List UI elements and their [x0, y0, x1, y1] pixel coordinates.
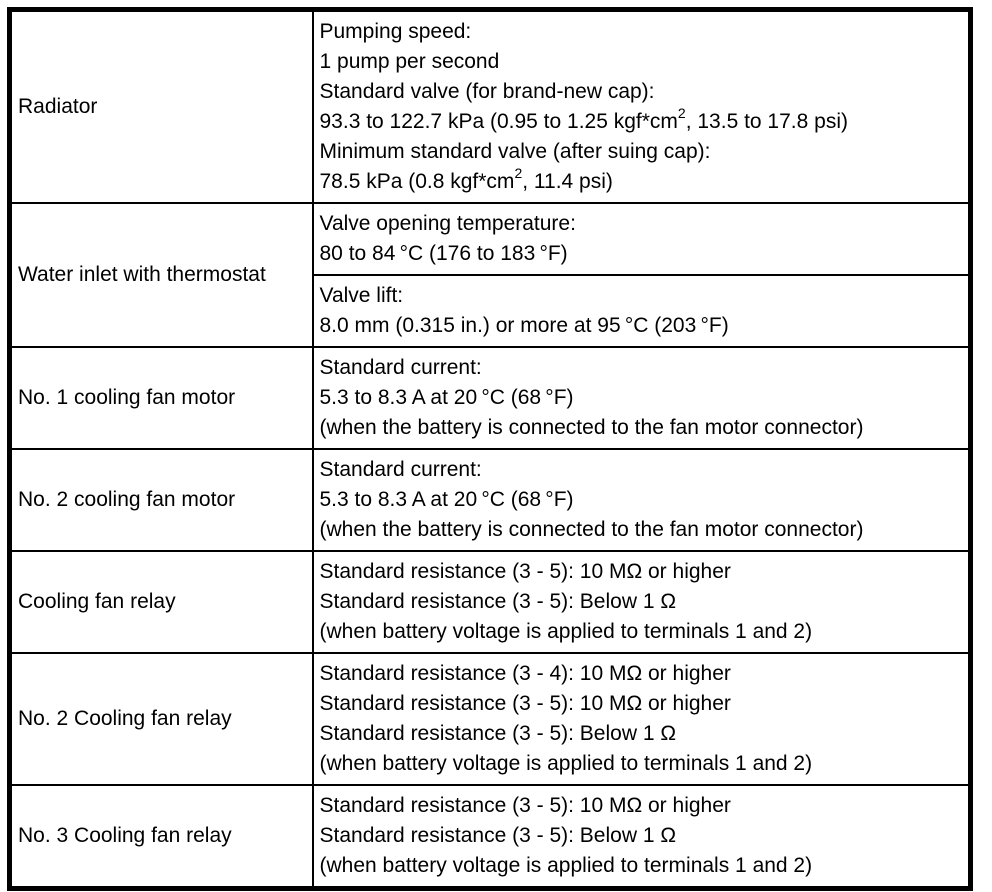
spec-cell: Standard current: 5.3 to 8.3 A at 20 °C (…: [311, 448, 972, 552]
spec-line: Standard resistance (3 - 5): Below 1 Ω: [319, 824, 677, 847]
spec-line: 5.3 to 8.3 A at 20 °C (68 °F): [319, 488, 574, 511]
spec-line: (when battery voltage is applied to term…: [319, 854, 813, 877]
spec-line: Standard valve (for brand-new cap):: [319, 80, 655, 103]
component-label: No. 2 Cooling fan relay: [18, 707, 232, 730]
spec-line: Standard resistance (3 - 5): 10 MΩ or hi…: [319, 794, 731, 817]
spec-line: Standard current:: [319, 356, 482, 379]
spec-line: Valve lift:: [319, 284, 404, 307]
component-label: Radiator: [18, 95, 98, 118]
spec-line: Pumping speed:: [319, 20, 472, 43]
spec-cell: Standard resistance (3 - 5): 10 MΩ or hi…: [311, 784, 972, 890]
spec-line: Valve opening temperature:: [319, 212, 576, 235]
table-row: No. 2 cooling fan motor Standard current:…: [8, 448, 972, 552]
spec-cell: Standard resistance (3 - 4): 10 MΩ or hi…: [311, 652, 972, 786]
spec-cell: Standard resistance (3 - 5): 10 MΩ or hi…: [311, 550, 972, 654]
component-cell: Radiator: [8, 8, 314, 204]
spec-cell: Valve opening temperature: 80 to 84 °C (1…: [311, 202, 972, 276]
component-cell: No. 2 Cooling fan relay: [8, 652, 314, 786]
spec-line: 93.3 to 122.7 kPa (0.95 to 1.25 kgf*cm2,…: [319, 105, 848, 133]
spec-line: 1 pump per second: [319, 50, 500, 73]
spec-cell: Standard current: 5.3 to 8.3 A at 20 °C (…: [311, 346, 972, 450]
spec-line: Standard resistance (3 - 5): Below 1 Ω: [319, 590, 677, 613]
component-cell: No. 3 Cooling fan relay: [8, 784, 314, 890]
spec-line: Minimum standard valve (after suing cap)…: [319, 140, 711, 163]
spec-line: Standard resistance (3 - 5): 10 MΩ or hi…: [319, 692, 731, 715]
component-cell: Water inlet with thermostat: [8, 202, 314, 348]
component-cell: No. 1 cooling fan motor: [8, 346, 314, 450]
superscript-2: 2: [677, 105, 686, 121]
table-row: Water inlet with thermostat Valve opening…: [8, 202, 972, 348]
spec-line: 5.3 to 8.3 A at 20 °C (68 °F): [319, 386, 574, 409]
spec-line: Standard resistance (3 - 5): Below 1 Ω: [319, 722, 677, 745]
component-label: No. 2 cooling fan motor: [18, 488, 236, 511]
component-label: Cooling fan relay: [18, 590, 176, 613]
spec-cell: Valve lift: 8.0 mm (0.315 in.) or more at…: [311, 274, 972, 348]
table-row: No. 3 Cooling fan relay Standard resistan…: [8, 784, 972, 890]
table-row: Cooling fan relay Standard resistance (3 …: [8, 550, 972, 654]
component-label: Water inlet with thermostat: [18, 263, 266, 286]
spec-line: Standard current:: [319, 458, 482, 481]
spec-line: 8.0 mm (0.315 in.) or more at 95 °C (203…: [319, 314, 729, 337]
spec-line: (when the battery is connected to the fa…: [319, 518, 864, 541]
spec-line: (when battery voltage is applied to term…: [319, 752, 813, 775]
spec-line: (when battery voltage is applied to term…: [319, 620, 813, 643]
spec-line: Standard resistance (3 - 5): 10 MΩ or hi…: [319, 560, 731, 583]
spec-line: 80 to 84 °C (176 to 183 °F): [319, 242, 568, 265]
spec-line: (when the battery is connected to the fa…: [319, 416, 864, 439]
spec-line: Standard resistance (3 - 4): 10 MΩ or hi…: [319, 662, 731, 685]
component-label: No. 1 cooling fan motor: [18, 386, 236, 409]
spec-line: 78.5 kPa (0.8 kgf*cm2, 11.4 psi): [319, 165, 613, 193]
component-label: No. 3 Cooling fan relay: [18, 824, 232, 847]
table-row: Valve lift: 8.0 mm (0.315 in.) or more at…: [10, 274, 972, 348]
table-row: No. 1 cooling fan motor Standard current:…: [8, 346, 972, 450]
component-cell: No. 2 cooling fan motor: [8, 448, 314, 552]
superscript-2: 2: [514, 165, 523, 181]
component-cell: Cooling fan relay: [8, 550, 314, 654]
